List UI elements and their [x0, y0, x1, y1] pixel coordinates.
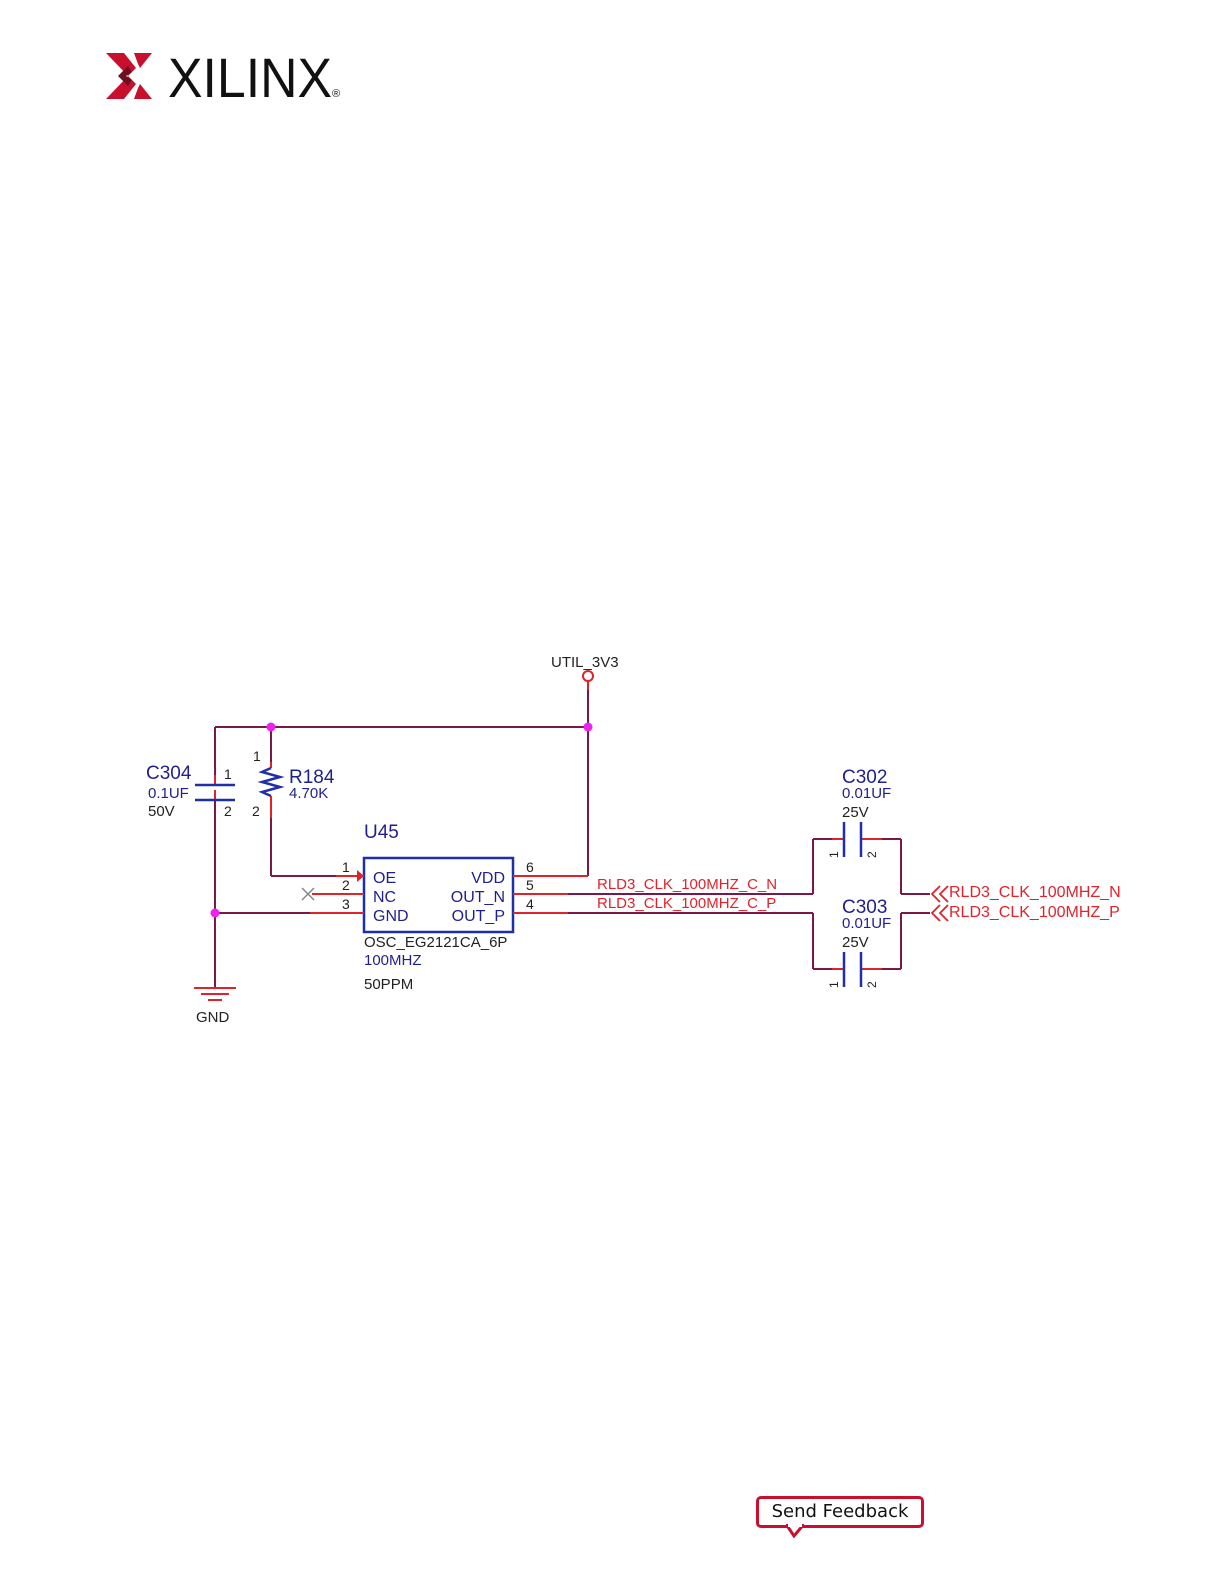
offpage-connector-clk-n: RLD3_CLK_100MHZ_N — [932, 884, 1121, 902]
capacitor-c304: C304 0.1UF 50V 1 2 — [146, 763, 235, 820]
u45-pin2-num: 2 — [342, 877, 350, 893]
net-label-clk-c-n: RLD3_CLK_100MHZ_C_N — [597, 876, 777, 893]
net-label-clk-n: RLD3_CLK_100MHZ_N — [949, 884, 1121, 901]
capacitor-c302: C302 0.01UF 25V 1 2 — [827, 767, 891, 858]
offpage-chevron-icon — [940, 886, 948, 902]
offpage-chevron-icon — [940, 905, 948, 921]
c303-voltage: 25V — [842, 934, 869, 951]
junction-dot — [211, 909, 220, 918]
u45-frequency: 100MHZ — [364, 952, 422, 969]
u45-pin3-name: GND — [373, 908, 409, 925]
ground-symbol: GND — [194, 988, 236, 1026]
oscillator-u45: U45 1 2 3 OE NC GND 6 5 4 VDD OUT_N OUT_… — [302, 822, 588, 993]
power-net-label: UTIL_3V3 — [551, 654, 619, 671]
power-flag-util-3v3: UTIL_3V3 — [551, 654, 619, 690]
u45-pin4-num: 4 — [526, 896, 534, 912]
c303-pin2: 2 — [865, 981, 879, 988]
c303-pin1: 1 — [827, 981, 841, 988]
capacitor-c303: C303 0.01UF 25V 1 2 — [827, 897, 891, 988]
r184-pin1: 1 — [253, 748, 261, 764]
junction-dot — [267, 723, 276, 732]
speech-bubble-tail-icon — [786, 1524, 804, 1538]
u45-pin2-name: NC — [373, 889, 396, 906]
power-port-icon — [583, 671, 593, 681]
c304-value: 0.1UF — [148, 785, 189, 802]
c304-ref: C304 — [146, 763, 192, 784]
ground-net-label: GND — [196, 1009, 230, 1026]
u45-stability: 50PPM — [364, 976, 413, 993]
u45-pin5-name: OUT_N — [451, 889, 505, 906]
u45-pin6-name: VDD — [471, 870, 505, 887]
c302-pin2: 2 — [865, 851, 879, 858]
c302-voltage: 25V — [842, 804, 869, 821]
send-feedback-button[interactable]: Send Feedback — [756, 1496, 924, 1528]
offpage-connector-clk-p: RLD3_CLK_100MHZ_P — [932, 904, 1120, 921]
u45-ref: U45 — [364, 822, 399, 843]
u45-pin6-num: 6 — [526, 859, 534, 875]
net-wires — [215, 690, 930, 988]
c304-pin1: 1 — [224, 766, 232, 782]
junction-dots — [211, 723, 593, 918]
u45-pin1-name: OE — [373, 870, 396, 887]
net-label-clk-c-p: RLD3_CLK_100MHZ_C_P — [597, 895, 776, 912]
u45-part-number: OSC_EG2121CA_6P — [364, 934, 507, 951]
c304-voltage: 50V — [148, 803, 175, 820]
c304-pin2: 2 — [224, 803, 232, 819]
c303-value: 0.01UF — [842, 915, 891, 932]
r184-pin2: 2 — [252, 803, 260, 819]
r184-value: 4.70K — [289, 785, 328, 802]
u45-pin5-num: 5 — [526, 877, 534, 893]
u45-pin1-num: 1 — [342, 859, 350, 875]
junction-dot — [584, 723, 593, 732]
u45-pin4-name: OUT_P — [452, 908, 505, 925]
c302-value: 0.01UF — [842, 785, 891, 802]
net-label-clk-p: RLD3_CLK_100MHZ_P — [949, 904, 1120, 921]
resistor-r184: 1 2 R184 4.70K — [252, 748, 335, 819]
c302-pin1: 1 — [827, 851, 841, 858]
u45-pin3-num: 3 — [342, 896, 350, 912]
